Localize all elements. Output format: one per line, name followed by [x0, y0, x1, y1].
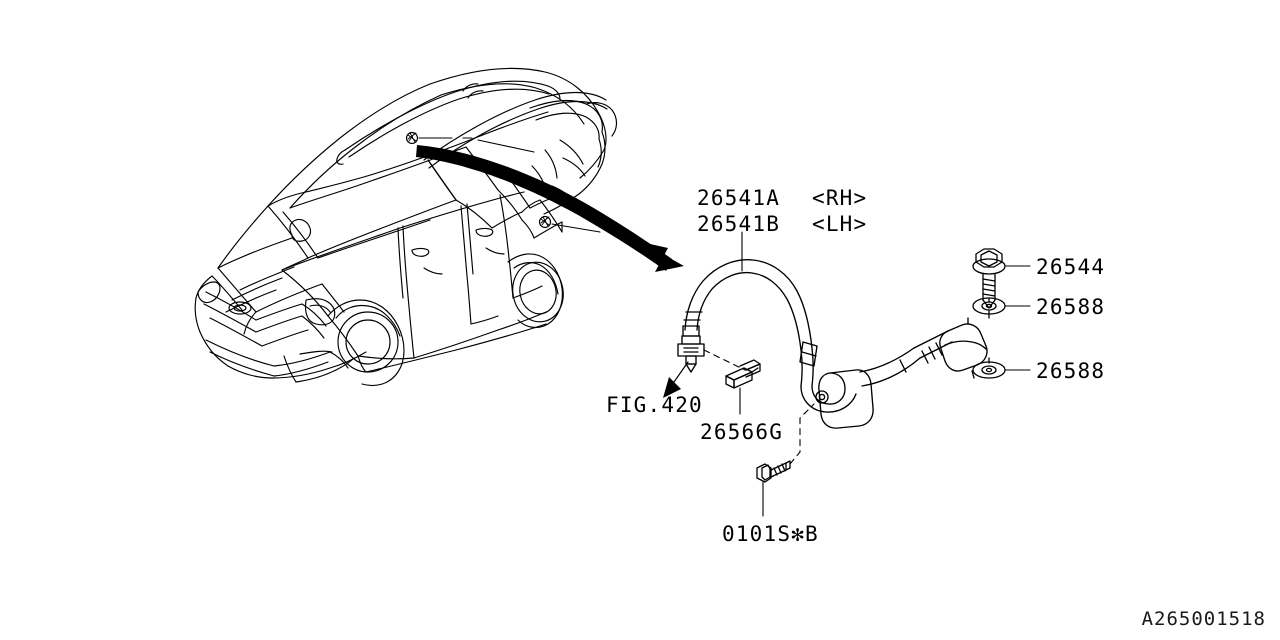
- label-mounting-bolt: 0101S✻B: [722, 522, 819, 546]
- label-gasket-lower: 26588: [1036, 359, 1106, 383]
- label-hose-lh-side: <LH>: [812, 212, 868, 236]
- label-banjo-bolt: 26544: [1036, 255, 1106, 279]
- label-hose-lh-number: 26541B: [697, 212, 781, 236]
- label-figure-reference: FIG.420: [606, 393, 703, 417]
- label-clip: 26566G: [700, 420, 784, 444]
- label-gasket-upper: 26588: [1036, 295, 1106, 319]
- label-hose-rh-side: <RH>: [812, 186, 868, 210]
- diagram-id-watermark: A265001518: [1141, 608, 1266, 630]
- label-hose-rh-number: 26541A: [697, 186, 781, 210]
